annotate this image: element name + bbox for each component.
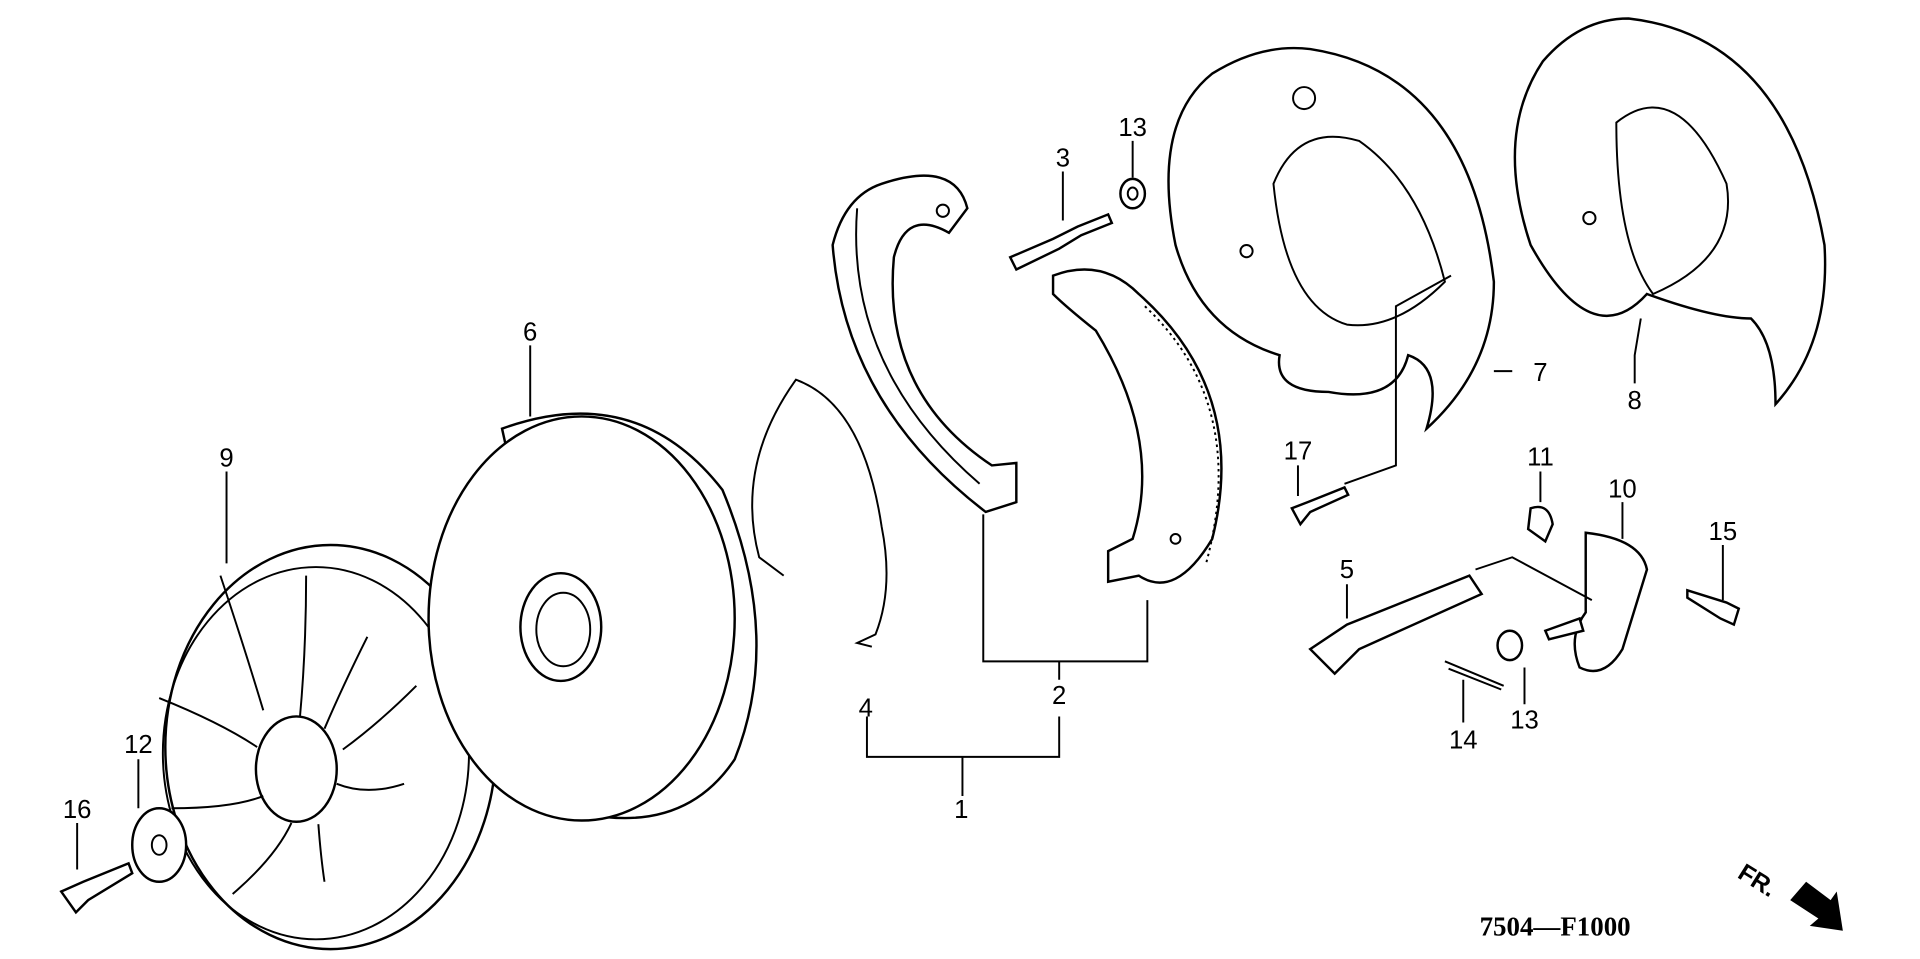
callout-6: 6 [523,319,537,347]
part-15-bolt[interactable] [1686,588,1741,627]
callout-17: 17 [1284,437,1313,465]
callout-14: 14 [1449,726,1478,754]
part-13-washer-top[interactable] [1119,177,1147,210]
callout-15: 15 [1709,518,1738,546]
part-11-clip[interactable] [1526,505,1554,544]
callout-16: 16 [63,796,92,824]
callout-2: 2 [1052,682,1066,710]
part-12-washer[interactable] [131,807,188,883]
part-brake-shoe-left[interactable] [831,174,1018,514]
part-8-dust-cover[interactable] [1513,17,1827,408]
part-3-pin[interactable] [1008,212,1114,272]
part-10-brake-arm[interactable] [1573,531,1649,673]
callout-1: 1 [954,796,968,824]
front-direction-indicator: FR. [1733,859,1843,931]
drawing-code: 7504—F1000 [1480,912,1631,942]
callout-10: 10 [1608,475,1637,503]
callout-9: 9 [219,445,233,473]
part-13-washer-bottom[interactable] [1496,629,1524,662]
arrow-right-down-icon [1790,881,1843,931]
callout-12: 12 [124,731,153,759]
part-16-bolt[interactable] [59,861,134,915]
callout-5: 5 [1340,556,1354,584]
part-7-back-plate[interactable] [1167,46,1496,433]
part-14-cotter-pin[interactable] [1444,660,1505,691]
part-5-cam-shaft[interactable] [1308,574,1484,676]
part-17-bolt[interactable] [1290,485,1350,527]
callout-labels: 1 2 3 4 5 6 7 8 9 10 11 12 13 13 14 15 1… [63,114,1737,824]
callout-11: 11 [1527,443,1554,471]
callout-8: 8 [1628,387,1642,415]
callout-7: 7 [1533,359,1547,387]
part-4-spring[interactable] [751,378,888,648]
front-label: FR. [1733,859,1781,903]
part-brake-shoe-right[interactable] [1051,268,1223,584]
callout-3: 3 [1056,145,1070,173]
callout-4: 4 [859,694,873,722]
callout-13-top: 13 [1118,114,1147,142]
part-6-brake-drum[interactable] [427,412,758,822]
leader-lines [76,140,1724,870]
callout-13-bottom: 13 [1510,707,1539,735]
